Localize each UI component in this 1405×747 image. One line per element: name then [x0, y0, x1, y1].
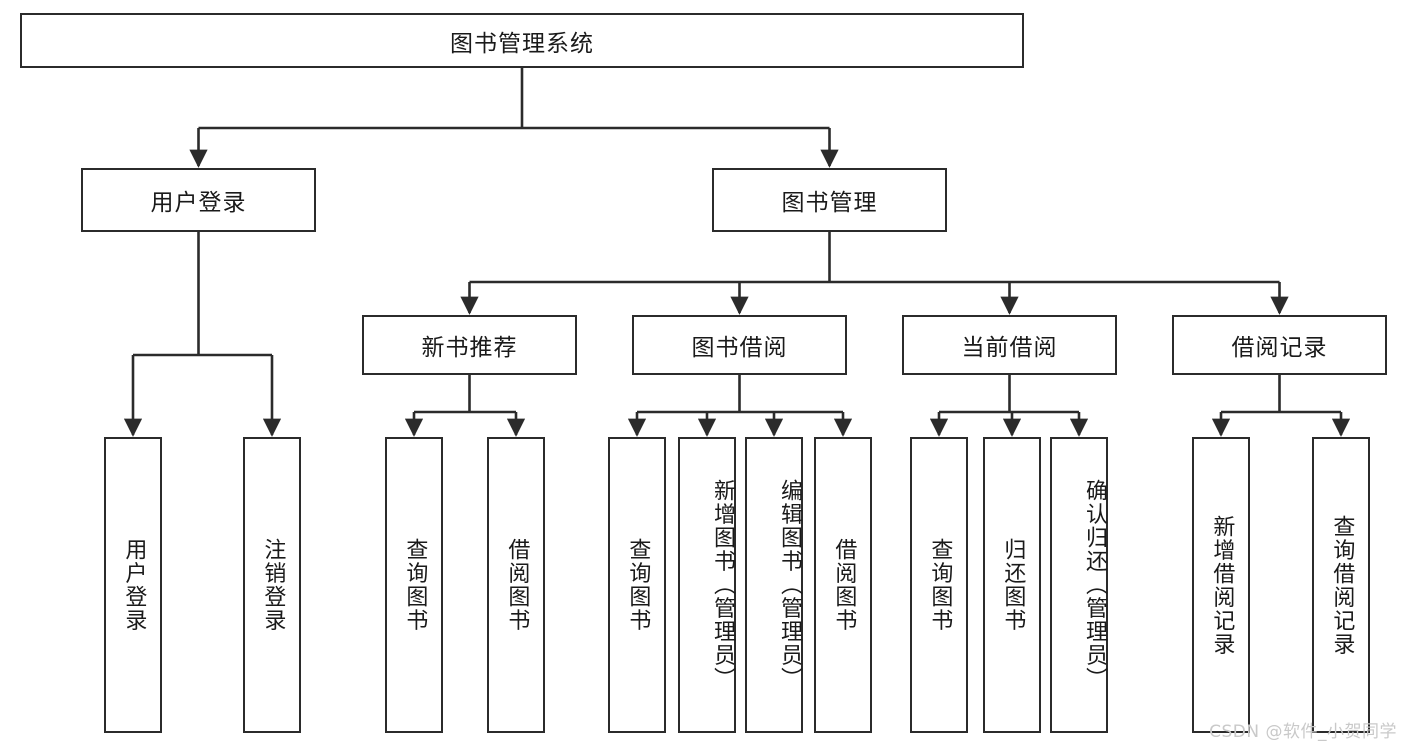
node-leaf-nb-query-book: 查询图书 [385, 437, 443, 733]
node-label: 归还图书 [1000, 538, 1026, 632]
node-leaf-bb-borrow-book: 借阅图书 [814, 437, 872, 733]
node-label: 借阅图书 [504, 538, 530, 632]
node-label: 查询借阅记录 [1329, 514, 1355, 656]
node-label: 查询图书 [927, 538, 953, 632]
node-leaf-bb-add-book: 新增图书（管理员） [678, 437, 736, 733]
node-leaf-nb-borrow-book: 借阅图书 [487, 437, 545, 733]
node-label: 查询图书 [625, 538, 651, 632]
node-leaf-br-query-record: 查询借阅记录 [1312, 437, 1370, 733]
node-label: 图书管理 [781, 190, 878, 216]
node-user-login: 用户登录 [81, 168, 316, 232]
node-leaf-bb-query-book: 查询图书 [608, 437, 666, 733]
node-leaf-cb-confirm-return: 确认归还（管理员） [1050, 437, 1108, 733]
node-label: 查询图书 [402, 538, 428, 632]
node-leaf-bb-edit-book: 编辑图书（管理员） [745, 437, 803, 733]
node-root: 图书管理系统 [20, 13, 1024, 68]
node-label: 注销登录 [260, 538, 286, 632]
node-label: 新书推荐 [421, 335, 518, 361]
node-label: 编辑图书（管理员） [777, 479, 802, 691]
node-label: 用户登录 [121, 538, 147, 632]
node-leaf-user-login: 用户登录 [104, 437, 162, 733]
node-borrow-record: 借阅记录 [1172, 315, 1387, 375]
node-book-borrow: 图书借阅 [632, 315, 847, 375]
node-new-book-recommend: 新书推荐 [362, 315, 577, 375]
node-leaf-cb-return-book: 归还图书 [983, 437, 1041, 733]
node-label: 借阅图书 [831, 538, 857, 632]
node-label: 用户登录 [150, 190, 247, 216]
node-leaf-br-add-record: 新增借阅记录 [1192, 437, 1250, 733]
node-label: 当前借阅 [961, 335, 1058, 361]
node-label: 确认归还（管理员） [1082, 479, 1107, 691]
node-label: 新增图书（管理员） [710, 479, 735, 691]
node-current-borrow: 当前借阅 [902, 315, 1117, 375]
node-book-manage: 图书管理 [712, 168, 947, 232]
node-label: 新增借阅记录 [1209, 514, 1235, 656]
node-label: 图书管理系统 [450, 30, 594, 57]
node-label: 借阅记录 [1231, 335, 1328, 361]
node-label: 图书借阅 [691, 335, 788, 361]
node-leaf-cb-query-book: 查询图书 [910, 437, 968, 733]
node-leaf-user-logout: 注销登录 [243, 437, 301, 733]
